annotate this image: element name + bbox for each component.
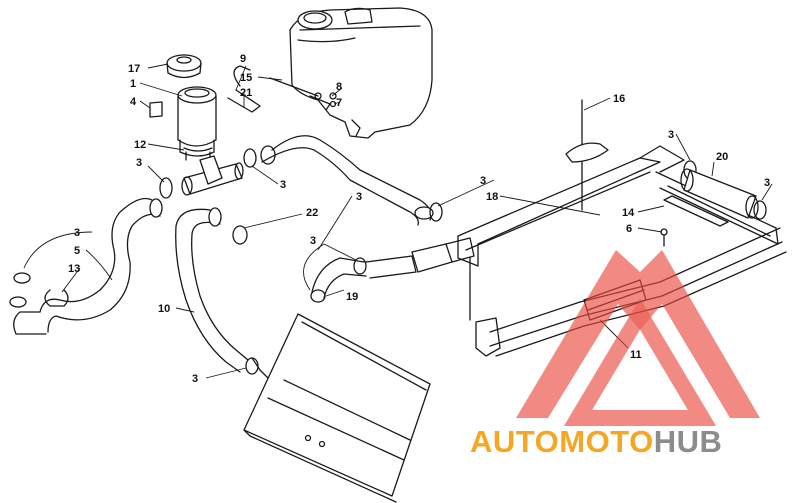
callout-14: 14: [622, 207, 635, 219]
callout-19: 19: [346, 291, 358, 303]
callout-3: 3: [356, 191, 362, 203]
watermark-brand: AUTOMOTOHUB: [470, 424, 722, 459]
watermark-logo: [516, 250, 760, 426]
callout-6: 6: [626, 223, 632, 235]
heat-exchanger-channel: [457, 145, 787, 357]
callout-5: 5: [74, 245, 80, 257]
callout-3: 3: [136, 157, 142, 169]
callout-20: 20: [716, 151, 728, 163]
callout-18: 18: [486, 191, 498, 203]
radiator-cap: [166, 54, 202, 79]
leader-lines: [23, 63, 773, 379]
watermark-hub: HUB: [654, 424, 723, 459]
hose-left: [9, 197, 163, 335]
callout-3: 3: [192, 373, 198, 385]
hose-lower-right: [311, 237, 475, 299]
callout-15: 15: [240, 72, 252, 84]
skid-plate: [243, 313, 431, 503]
callout-3: 3: [280, 179, 286, 191]
callout-3: 3: [74, 227, 80, 239]
callout-13: 13: [68, 263, 80, 275]
callout-16: 16: [613, 93, 625, 105]
watermark-moto: MOTO: [559, 424, 653, 459]
surge-tank: [149, 86, 217, 161]
watermark-auto: AUTO: [470, 424, 559, 459]
bypass-hose: [680, 168, 759, 219]
callout-17: 17: [128, 63, 140, 75]
t-fitting: [181, 155, 244, 196]
callout-3: 3: [764, 177, 770, 189]
callout-1: 1: [130, 78, 136, 90]
callout-3: 3: [668, 129, 674, 141]
hose-upper: [260, 135, 434, 226]
callout-22: 22: [306, 207, 318, 219]
mounting-bracket: [227, 65, 337, 113]
triangle-m-logo-icon: [516, 250, 760, 418]
callout-4: 4: [130, 96, 137, 108]
callout-11: 11: [630, 349, 642, 361]
callout-21: 21: [240, 87, 252, 99]
callout-12: 12: [134, 139, 146, 151]
callout-9: 9: [240, 53, 246, 65]
callout-3: 3: [480, 175, 486, 187]
callout-7: 7: [336, 97, 342, 109]
reservoir-tank: [289, 7, 433, 139]
hose-middle: [175, 207, 269, 379]
callout-10: 10: [158, 303, 170, 315]
support-bracket: [565, 99, 609, 211]
callout-3: 3: [310, 235, 316, 247]
callout-8: 8: [336, 81, 342, 93]
